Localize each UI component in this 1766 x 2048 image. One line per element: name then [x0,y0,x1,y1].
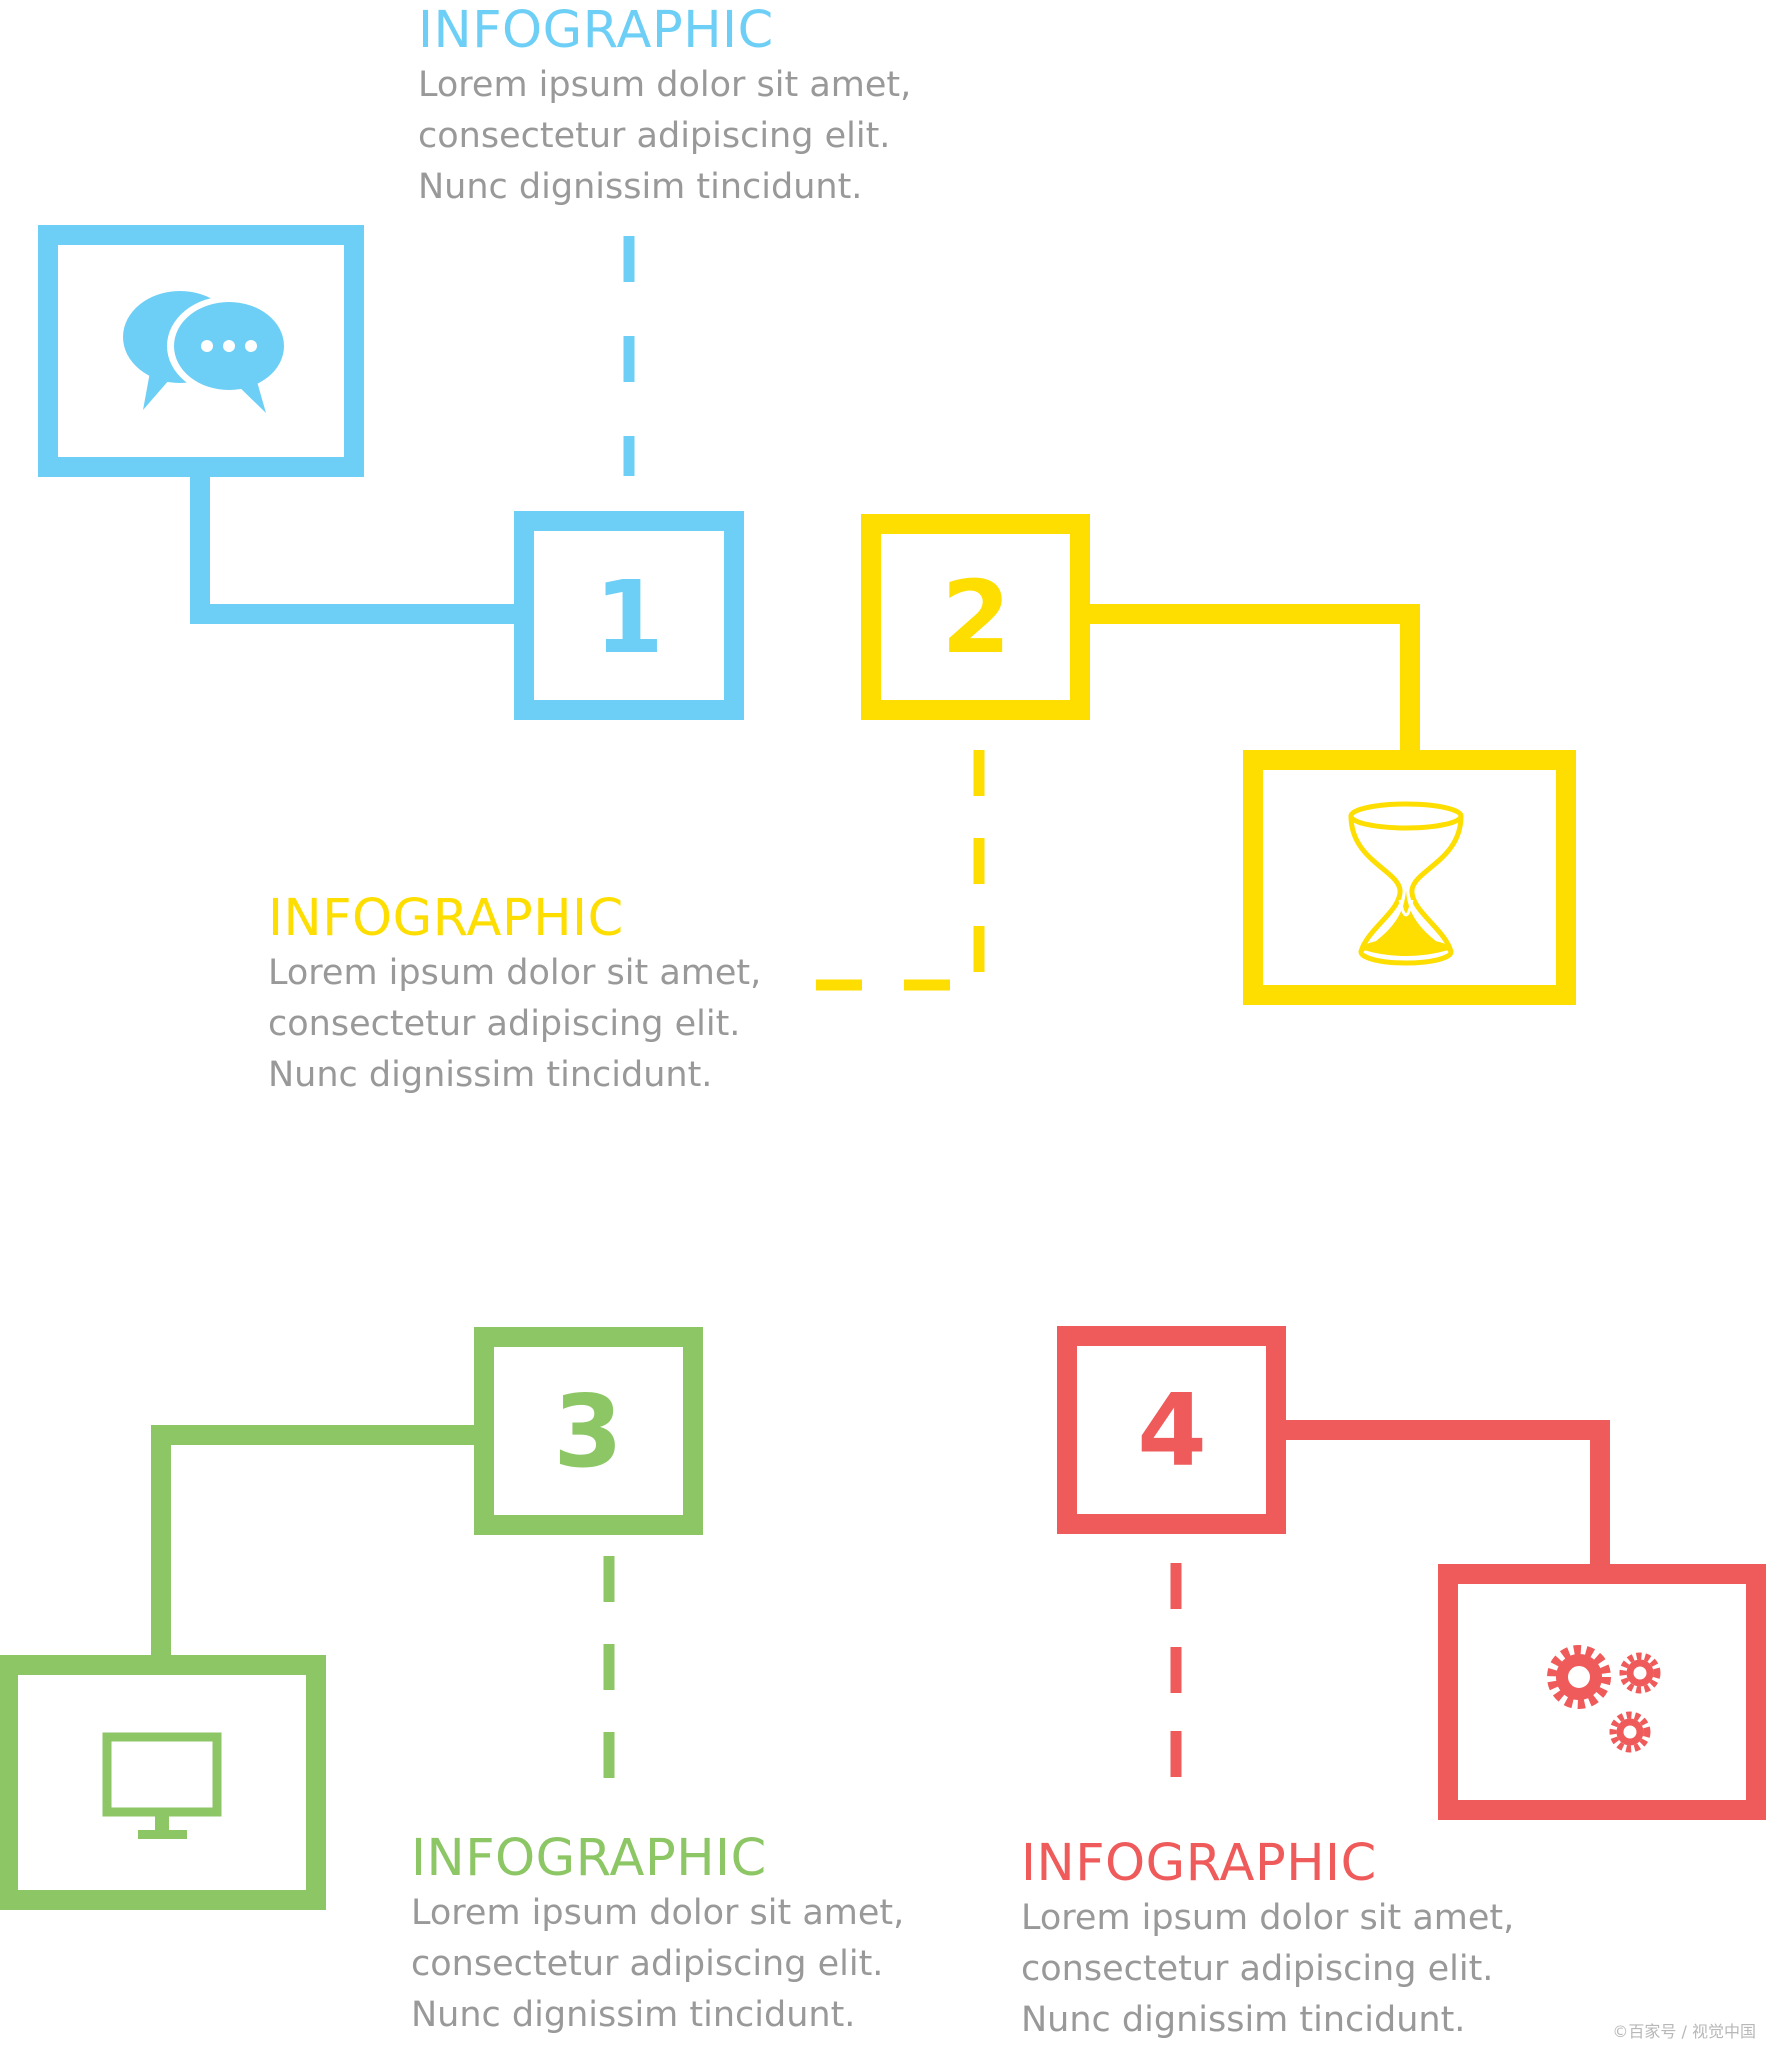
step-1-line-2: consectetur adipiscing elit. [418,116,891,156]
step-3-title: INFOGRAPHIC [411,1829,767,1888]
step-2-dashed-leader [790,750,985,991]
step-1-title: INFOGRAPHIC [418,1,774,60]
step-4-line-1: Lorem ipsum dolor sit amet, [1021,1898,1515,1938]
step-3-number: 3 [553,1372,623,1490]
step-1-number-box [514,511,744,720]
step-2-line-1: Lorem ipsum dolor sit amet, [268,953,762,993]
step-2-line-3: Nunc dignissim tincidunt. [268,1055,713,1095]
step-4-number: 4 [1137,1371,1207,1489]
step-4-line-3: Nunc dignissim tincidunt. [1021,2000,1466,2040]
step-2-text-block: INFOGRAPHIC Lorem ipsum dolor sit amet, … [268,890,908,1101]
step-1-group [38,225,744,720]
step-1-number: 1 [594,558,664,676]
step-1-line-1: Lorem ipsum dolor sit amet, [418,65,912,105]
step-3-line-3: Nunc dignissim tincidunt. [411,1995,856,2035]
step-4-icon-frame [1438,1564,1766,1820]
step-2-title: INFOGRAPHIC [268,889,624,948]
step-2-connector [1080,604,1420,760]
step-4-title: INFOGRAPHIC [1021,1834,1377,1893]
step-2-line-2: consectetur adipiscing elit. [268,1004,741,1044]
step-1-line-3: Nunc dignissim tincidunt. [418,167,863,207]
step-3-text-block: INFOGRAPHIC Lorem ipsum dolor sit amet, … [411,1830,1051,2041]
step-1-text-block: INFOGRAPHIC Lorem ipsum dolor sit amet, … [418,2,1058,213]
step-3-connector [151,1425,484,1665]
hourglass-icon [1348,801,1464,966]
step-4-line-2: consectetur adipiscing elit. [1021,1949,1494,1989]
watermark: ©百家号 / 视觉中国 [1612,2022,1756,2041]
step-2-group [790,514,1576,1005]
step-4-group [1057,1326,1766,1820]
step-2-number: 2 [941,558,1011,676]
gears-icon [1547,1645,1661,1753]
step-1-connector [190,467,524,624]
chat-bubbles-icon [123,291,291,413]
step-3-line-1: Lorem ipsum dolor sit amet, [411,1893,905,1933]
step-3-icon-frame [0,1655,326,1910]
monitor-icon [102,1732,222,1839]
step-2-icon-frame [1243,750,1576,1005]
step-3-line-2: consectetur adipiscing elit. [411,1944,884,1984]
step-4-text-block: INFOGRAPHIC Lorem ipsum dolor sit amet, … [1021,1835,1661,2046]
step-4-connector [1276,1420,1610,1574]
step-3-group [0,1327,703,1910]
